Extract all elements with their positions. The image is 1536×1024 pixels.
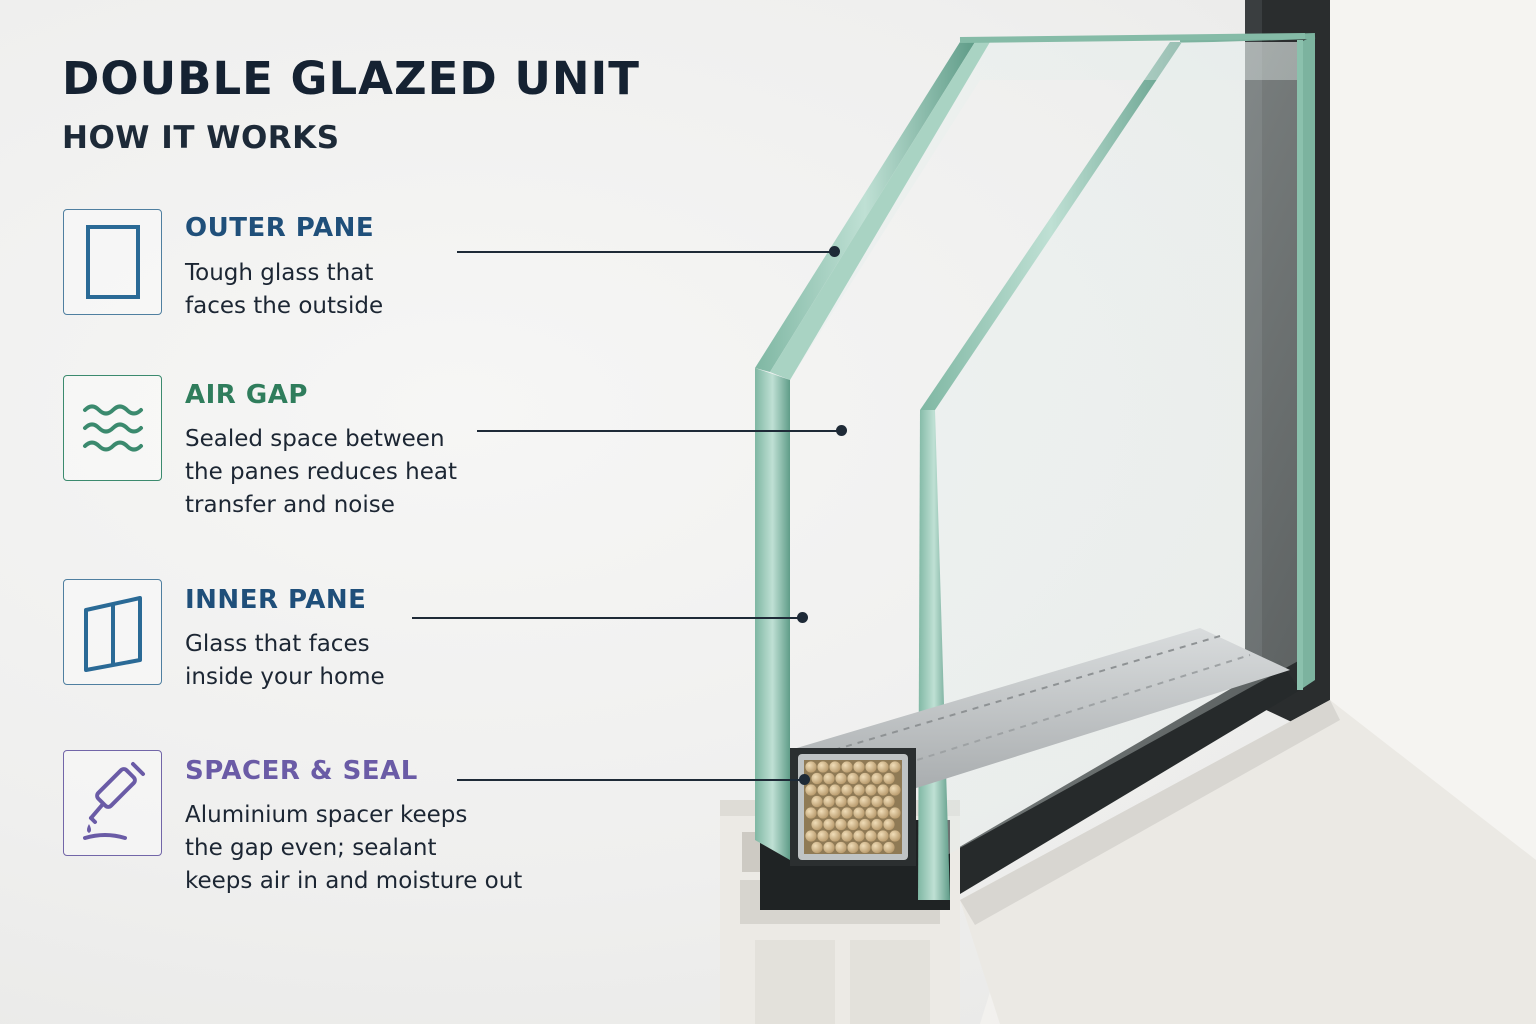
- desiccant-bead: [805, 784, 817, 796]
- desiccant-bead: [835, 841, 847, 854]
- air-gap-leader-dot: [836, 425, 847, 436]
- page-title: DOUBLE GLAZED UNIT: [62, 52, 640, 105]
- desiccant-bead: [823, 772, 835, 785]
- desiccant-bead: [805, 807, 817, 819]
- desiccant-bead: [859, 818, 871, 831]
- desiccant-bead: [835, 795, 847, 808]
- desiccant-bead: [811, 772, 823, 785]
- desiccant-bead: [871, 841, 883, 854]
- desiccant-bead: [811, 795, 823, 808]
- desiccant-bead: [889, 761, 901, 773]
- desiccant-bead: [859, 795, 871, 808]
- desiccant-bead: [889, 784, 901, 796]
- outer-pane-leader-dot: [829, 246, 840, 257]
- inner-pane-icon-box: [63, 579, 162, 685]
- desiccant-bead: [841, 807, 853, 819]
- desiccant-bead: [841, 761, 853, 773]
- desiccant-bead: [847, 818, 859, 831]
- inner-pane-description: Glass that faces inside your home: [185, 628, 385, 694]
- inner-pane-leader-dot: [797, 612, 808, 623]
- outer-pane: [755, 33, 1306, 860]
- desiccant-bead: [817, 761, 829, 773]
- desiccant-bead: [877, 830, 889, 842]
- sealant-tube-icon: [82, 762, 145, 840]
- outer-pane-label: OUTER PANE: [185, 213, 375, 243]
- desiccant-bead: [853, 830, 865, 842]
- spacer-seal-description-line: keeps air in and moisture out: [185, 868, 523, 894]
- desiccant-bead: [853, 761, 865, 773]
- desiccant-bead: [817, 830, 829, 842]
- window-pane-icon: [85, 225, 140, 299]
- inner-pane-description-line: inside your home: [185, 664, 385, 690]
- desiccant-bead: [853, 807, 865, 819]
- desiccant-bead: [889, 807, 901, 819]
- outer-pane-icon-box: [63, 209, 162, 315]
- desiccant-bead: [835, 818, 847, 831]
- spacer-seal-label: SPACER & SEAL: [185, 756, 418, 786]
- desiccant-bead: [889, 830, 901, 842]
- spacer-seal-leader-line: [457, 779, 802, 781]
- split-window-icon: [83, 596, 142, 672]
- spacer-seal-leader-dot: [799, 774, 810, 785]
- page-subtitle: HOW IT WORKS: [62, 120, 340, 156]
- desiccant-bead: [853, 784, 865, 796]
- desiccant-bead: [871, 772, 883, 785]
- desiccant-bead: [817, 807, 829, 819]
- inner-pane-label: INNER PANE: [185, 585, 367, 615]
- spacer-seal-description-line: Aluminium spacer keeps: [185, 802, 468, 828]
- desiccant-bead: [823, 795, 835, 808]
- air-gap-description-line: the panes reduces heat: [185, 459, 457, 485]
- spacer-seal-description: Aluminium spacer keeps the gap even; sea…: [185, 799, 522, 898]
- desiccant-bead: [865, 784, 877, 796]
- desiccant-bead: [871, 795, 883, 808]
- desiccant-bead: [859, 772, 871, 785]
- air-gap-description-line: transfer and noise: [185, 492, 395, 518]
- desiccant-bead: [829, 784, 841, 796]
- desiccant-bead: [865, 807, 877, 819]
- desiccant-bead: [805, 761, 817, 773]
- desiccant-bead: [811, 818, 823, 831]
- desiccant-bead: [877, 807, 889, 819]
- spacer-seal-description-line: the gap even; sealant: [185, 835, 437, 861]
- desiccant-bead: [829, 761, 841, 773]
- desiccant-bead: [829, 807, 841, 819]
- desiccant-bead: [883, 795, 895, 808]
- desiccant-bead: [835, 772, 847, 785]
- desiccant-bead: [823, 818, 835, 831]
- air-gap-leader-line: [477, 430, 841, 432]
- desiccant-bead: [877, 784, 889, 796]
- outer-pane-description-line: faces the outside: [185, 293, 384, 319]
- desiccant-bead: [883, 818, 895, 831]
- desiccant-bead: [829, 830, 841, 842]
- wavy-lines-icon: [82, 404, 143, 452]
- outer-pane-description: Tough glass that faces the outside: [185, 257, 383, 323]
- inner-pane-leader-line: [412, 617, 804, 619]
- desiccant-bead: [841, 784, 853, 796]
- desiccant-bead: [847, 795, 859, 808]
- air-gap-icon-box: [63, 375, 162, 481]
- air-gap-label: AIR GAP: [185, 380, 308, 410]
- desiccant-bead: [823, 841, 835, 854]
- desiccant-bead: [805, 830, 817, 842]
- desiccant-bead: [847, 841, 859, 854]
- spacer-cross-section: [790, 748, 916, 866]
- desiccant-bead: [865, 830, 877, 842]
- desiccant-bead: [865, 761, 877, 773]
- spacer-seal-icon-box: [63, 750, 162, 856]
- desiccant-bead: [811, 841, 823, 854]
- desiccant-bead: [883, 841, 895, 854]
- outer-pane-leader-line: [457, 251, 835, 253]
- outer-pane-description-line: Tough glass that: [185, 260, 374, 286]
- inner-pane-description-line: Glass that faces: [185, 631, 370, 657]
- desiccant-bead: [877, 761, 889, 773]
- desiccant-bead: [817, 784, 829, 796]
- desiccant-bead: [847, 772, 859, 785]
- desiccant-bead: [871, 818, 883, 831]
- desiccant-bead: [841, 830, 853, 842]
- desiccant-bead: [859, 841, 871, 854]
- air-gap-description-line: Sealed space between: [185, 426, 445, 452]
- desiccant-bead: [883, 772, 895, 785]
- air-gap-description: Sealed space between the panes reduces h…: [185, 423, 457, 522]
